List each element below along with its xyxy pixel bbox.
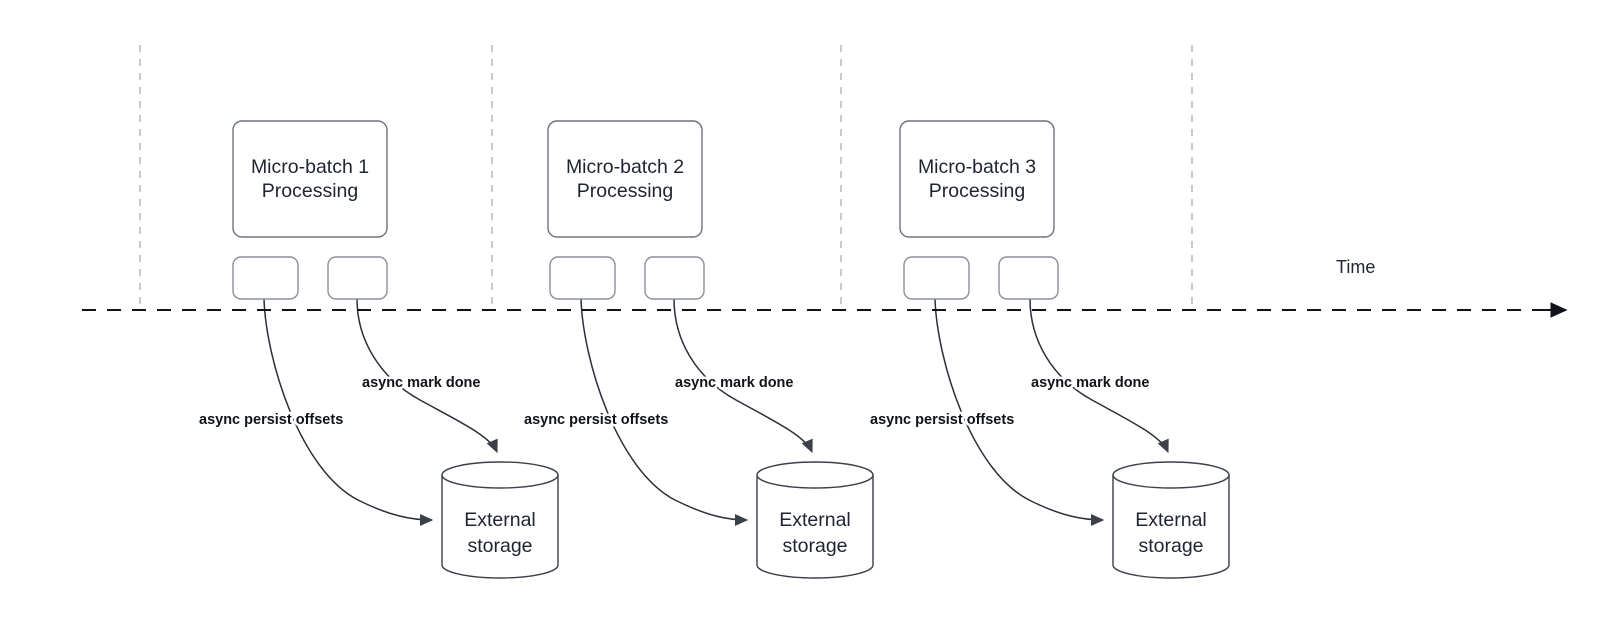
storage-label-line1-2: External bbox=[779, 509, 851, 531]
mark-done-edge-3-label: async mark done bbox=[1031, 375, 1149, 391]
micro-batch-box-2[interactable] bbox=[547, 120, 703, 238]
nodes-group: Micro-batch 1ProcessingExternalstorageMi… bbox=[232, 120, 1230, 579]
mark-done-edge-2 bbox=[673, 298, 813, 454]
persist-offsets-edge-2-label: async persist offsets bbox=[524, 412, 668, 428]
task-box-3b[interactable] bbox=[998, 256, 1059, 300]
cylinder-body-2 bbox=[756, 474, 874, 579]
task-box-2b[interactable] bbox=[644, 256, 705, 300]
persist-offsets-edge-2-label-halo: async persist offsets bbox=[524, 412, 668, 428]
external-storage-cylinder-3[interactable]: External storage bbox=[1112, 461, 1230, 579]
micro-batch-label-line1-1: Micro-batch 1 bbox=[251, 156, 369, 178]
persist-offsets-edge-2 bbox=[580, 298, 749, 526]
persist-offsets-edge-3 bbox=[934, 298, 1105, 526]
mark-done-edge-1 bbox=[356, 298, 498, 454]
mark-done-edge-2-label: async mark done bbox=[675, 375, 793, 391]
persist-offsets-edge-1 bbox=[263, 298, 434, 526]
micro-batch-label-line1-2: Micro-batch 2 bbox=[566, 156, 684, 178]
task-box-3a[interactable] bbox=[903, 256, 970, 300]
micro-batch-label-line2-3: Processing bbox=[929, 180, 1025, 202]
storage-label-line2-2: storage bbox=[782, 535, 847, 557]
mark-done-edge-3 bbox=[1029, 298, 1169, 454]
persist-offsets-edge-1-label-halo: async persist offsets bbox=[199, 412, 343, 428]
storage-label-line1-1: External bbox=[464, 509, 536, 531]
edge-labels-group: async persist offsets async persist offse… bbox=[197, 373, 1152, 431]
storage-label-line2-1: storage bbox=[467, 535, 532, 557]
time-axis-label: Time bbox=[1336, 257, 1375, 277]
micro-batch-box-1[interactable] bbox=[232, 120, 388, 238]
micro-batch-box-3[interactable] bbox=[899, 120, 1055, 238]
storage-label-line2-3: storage bbox=[1138, 535, 1203, 557]
mark-done-edge-1-label-halo: async mark done bbox=[362, 375, 480, 391]
task-box-1b[interactable] bbox=[327, 256, 388, 300]
cylinder-top-ellipse-3 bbox=[1112, 461, 1230, 489]
persist-offsets-edge-3-label-halo: async persist offsets bbox=[870, 412, 1014, 428]
flow-curves-group bbox=[263, 298, 1169, 526]
cylinder-body-1 bbox=[441, 474, 559, 579]
micro-batch-label-line1-3: Micro-batch 3 bbox=[918, 156, 1036, 178]
mark-done-edge-3-label-halo: async mark done bbox=[1031, 375, 1149, 391]
task-box-1a[interactable] bbox=[232, 256, 299, 300]
persist-offsets-edge-3-label: async persist offsets bbox=[870, 412, 1014, 428]
micro-batch-label-line2-2: Processing bbox=[577, 180, 673, 202]
mark-done-edge-2-label-halo: async mark done bbox=[675, 375, 793, 391]
storage-label-line1-3: External bbox=[1135, 509, 1207, 531]
external-storage-cylinder-2[interactable]: External storage bbox=[756, 461, 874, 579]
task-box-2a[interactable] bbox=[549, 256, 616, 300]
cylinder-top-ellipse-2 bbox=[756, 461, 874, 489]
micro-batch-label-line2-1: Processing bbox=[262, 180, 358, 202]
persist-offsets-edge-1-label: async persist offsets bbox=[199, 412, 343, 428]
cylinder-top-ellipse-1 bbox=[441, 461, 559, 489]
time-label-group: Time bbox=[1336, 257, 1375, 277]
external-storage-cylinder-1[interactable]: External storage bbox=[441, 461, 559, 579]
cylinder-body-3 bbox=[1112, 474, 1230, 579]
separator-lines-group bbox=[139, 45, 1193, 310]
mark-done-edge-1-label: async mark done bbox=[362, 375, 480, 391]
